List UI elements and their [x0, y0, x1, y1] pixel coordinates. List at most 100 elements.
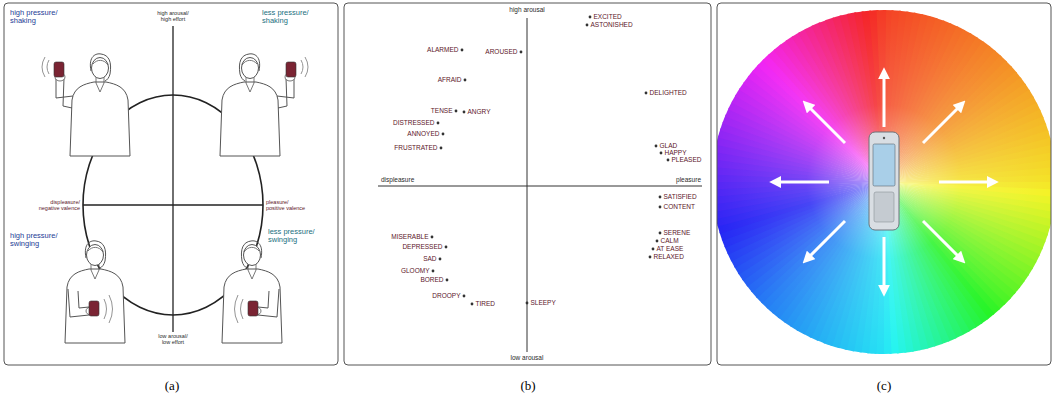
emotion-dot [431, 236, 434, 239]
emotion-word: GLOOMY [401, 267, 430, 274]
emotion-dot [655, 145, 658, 148]
emotion-word: SLEEPY [531, 299, 556, 306]
axis-label: high arousal/ high effort [155, 10, 191, 22]
label-holder: ALARMED [427, 46, 458, 53]
panel-caption: (a) [165, 379, 179, 393]
plot-axes-part [378, 186, 702, 187]
mobile-phone-part [883, 137, 885, 139]
emotion-dot [445, 246, 448, 249]
label-holder: DELIGHTED [650, 89, 687, 96]
direction-arrows-part [806, 104, 845, 143]
label-holder: AFRAID [438, 76, 462, 83]
label-holder: DISTRESSED [393, 119, 435, 126]
label-holder: high arousal/ high effort [155, 10, 191, 22]
label-holder: less pressure/ swinging [268, 228, 317, 245]
label-holder: TIRED [476, 300, 496, 307]
label-holder: DEPRESSED [402, 243, 442, 250]
emotion-word: BORED [420, 276, 443, 283]
label-holder: SERENE [664, 229, 691, 236]
label-holder: SAD [423, 255, 436, 262]
emotion-dot [471, 303, 474, 306]
quadrant-label: less pressure/ swinging [268, 228, 317, 245]
axis-label: low arousal/ low effort [156, 333, 190, 345]
emotion-word: CALM [661, 237, 679, 244]
direction-arrows-part [939, 181, 994, 184]
emotion-dot [659, 206, 662, 209]
emotion-dot [461, 49, 464, 52]
label-holder: displeasure [380, 176, 415, 183]
direction-arrows-part [923, 104, 962, 143]
woman-figure [220, 54, 308, 156]
emotion-word: MISERABLE [391, 233, 428, 240]
label-holder: AROUSED [485, 48, 517, 55]
emotion-dot [659, 196, 662, 199]
emotion-word: DELIGHTED [650, 89, 687, 96]
label-holder: high arousal [508, 6, 545, 13]
emotion-word: RELAXED [654, 253, 684, 260]
emotion-word: PLEASED [672, 156, 702, 163]
label-holder: pleasure [675, 176, 702, 183]
emotion-word: EXCITED [594, 13, 622, 20]
woman-figure-part [277, 57, 308, 108]
emotion-word: TIRED [476, 300, 496, 307]
emotion-word: DEPRESSED [402, 243, 442, 250]
panel-caption: (b) [520, 379, 535, 393]
label-holder: displeasure/ negative valence [35, 199, 81, 211]
emotion-dot [656, 240, 659, 243]
label-holder: (b) [520, 379, 535, 393]
emotion-word: SERENE [664, 229, 691, 236]
label-holder: DROOPY [432, 292, 460, 299]
label-holder: CONTENT [664, 203, 695, 210]
woman-figure-part [220, 54, 280, 156]
label-holder: SLEEPY [531, 299, 556, 306]
direction-arrows-part [883, 72, 886, 127]
axis-label: low arousal [510, 354, 545, 361]
emotion-dot [526, 302, 529, 305]
quadrant-label: less pressure/ shaking [262, 9, 311, 26]
valence-arousal-circle-part [83, 204, 263, 205]
emotion-dot [455, 110, 458, 113]
emotion-dot [586, 24, 589, 27]
color-wheel [717, 3, 1051, 365]
axis-label: displeasure [380, 176, 415, 183]
label-holder: AT EASE [657, 245, 684, 252]
woman-figure [65, 241, 125, 343]
emotion-dot [645, 92, 648, 95]
emotion-word: ALARMED [427, 46, 458, 53]
emotion-word: DISTRESSED [393, 119, 435, 126]
emotion-word: DROOPY [432, 292, 460, 299]
emotion-dot [667, 159, 670, 162]
emotion-dot [659, 232, 662, 235]
panel-caption: (c) [877, 379, 891, 393]
emotion-dot [463, 111, 466, 114]
label-holder: low arousal/ low effort [156, 333, 190, 345]
woman-figure-part [222, 241, 282, 343]
emotion-word: AROUSED [485, 48, 517, 55]
label-holder: MISERABLE [391, 233, 428, 240]
emotion-word: ANNOYED [407, 130, 439, 137]
woman-figure-part [235, 289, 280, 323]
mobile-phone [869, 132, 899, 230]
emotion-dot [589, 16, 592, 19]
woman-figure [42, 54, 130, 156]
panel-frame [717, 3, 1051, 365]
emotion-dot [442, 133, 445, 136]
label-holder: RELAXED [654, 253, 684, 260]
emotion-word: SAD [423, 255, 436, 262]
emotion-word: ASTONISHED [591, 21, 633, 28]
woman-figure-part [65, 241, 125, 343]
emotion-dot [520, 51, 523, 54]
axis-label: pleasure [675, 176, 702, 183]
emotion-word: AT EASE [657, 245, 684, 252]
woman-figure-part [70, 54, 130, 156]
emotion-dot [440, 147, 443, 150]
label-holder: TENSE [431, 107, 453, 114]
direction-arrows-part [806, 221, 845, 260]
label-holder: BORED [420, 276, 443, 283]
emotion-word: FRUSTRATED [394, 144, 437, 151]
label-holder: ANNOYED [407, 130, 439, 137]
emotion-dot [652, 248, 655, 251]
mobile-phone-part [873, 144, 895, 186]
axis-label: pleasure/ positive valence [265, 199, 309, 211]
